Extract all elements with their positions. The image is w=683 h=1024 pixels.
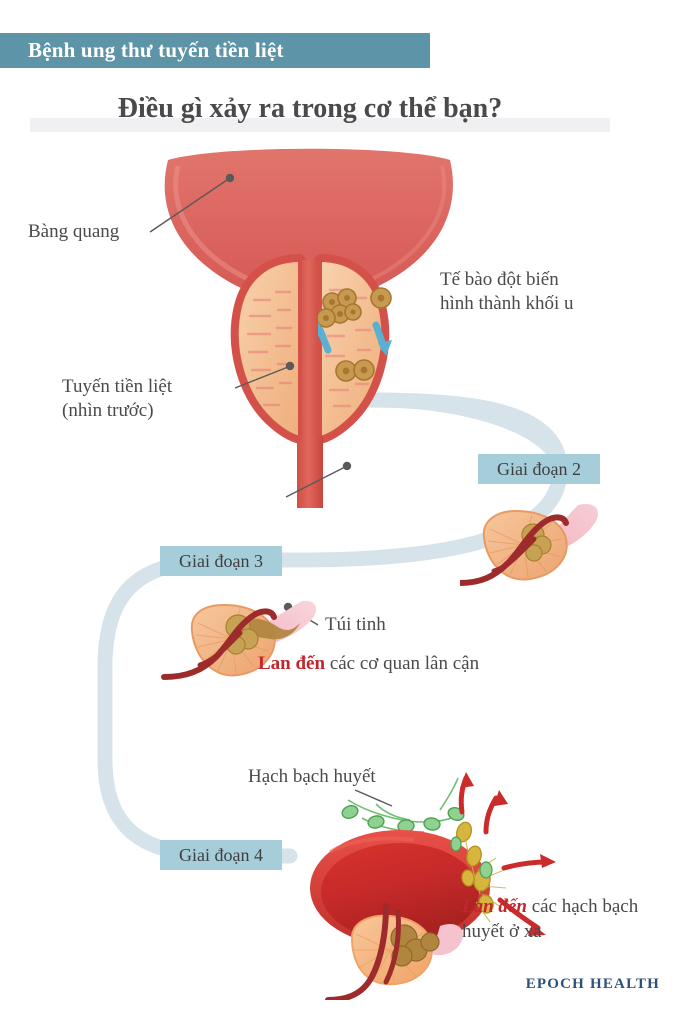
vessel-2 [460,514,569,586]
vessel-4 [325,903,389,1000]
epoch-health-logo: EPOCH HEALTH [525,976,660,992]
stage-4-bladder-lymph-figure [310,772,556,1000]
stage-3-prostate-figure [161,600,317,680]
stage-3-spread-highlight: Lan đến [258,653,326,674]
tumor-2 [521,523,552,562]
stage-badge-4[interactable]: Giai đoạn 4 [160,840,282,870]
subtitle-highlight-band [30,118,610,132]
bladder-4 [310,830,490,946]
stage-4-spread-text: Lan đến các hạch bạch huyết ở xa [462,895,682,944]
bladder-prostate-anatomy [164,148,453,508]
header-eyebrow-bar: Bệnh ung thư tuyến tiền liệt [0,33,430,68]
page-title: Điều gì xảy ra trong cơ thể bạn? [117,93,503,124]
stage-3-spread-rest: các cơ quan lân cận [325,653,480,674]
stage-4-spread-rest: các hạch bạch huyết ở xa [462,896,639,942]
label-prostate: Tuyến tiền liệt (nhìn trước) [62,376,173,421]
stage-badge-3[interactable]: Giai đoạn 3 [160,546,282,576]
vessel-3 [161,608,277,680]
stage-3-spread-text: Lan đến các cơ quan lân cận [258,652,488,677]
label-bladder: Bàng quang [28,221,120,242]
tumor-cell-cluster [316,287,392,382]
prostate-right-lobe-with-tumor [312,254,392,444]
stage-4-spread-highlight: Lan đến [462,896,527,917]
stage-badge-2[interactable]: Giai đoạn 2 [478,454,600,484]
label-seminal-vesicle: Túi tinh [325,614,386,635]
label-lymph-nodes: Hạch bạch huyết [248,766,376,787]
prostate-left-lobe [230,254,306,444]
stage-2-prostate-figure [460,503,598,586]
header-eyebrow-text: Bệnh ung thư tuyến tiền liệt [28,38,284,62]
prostate-4 [350,914,463,986]
label-tumor-formation: Tế bào đột biến hình thành khối u [440,269,574,314]
seminal-vesicle-4 [432,923,463,956]
